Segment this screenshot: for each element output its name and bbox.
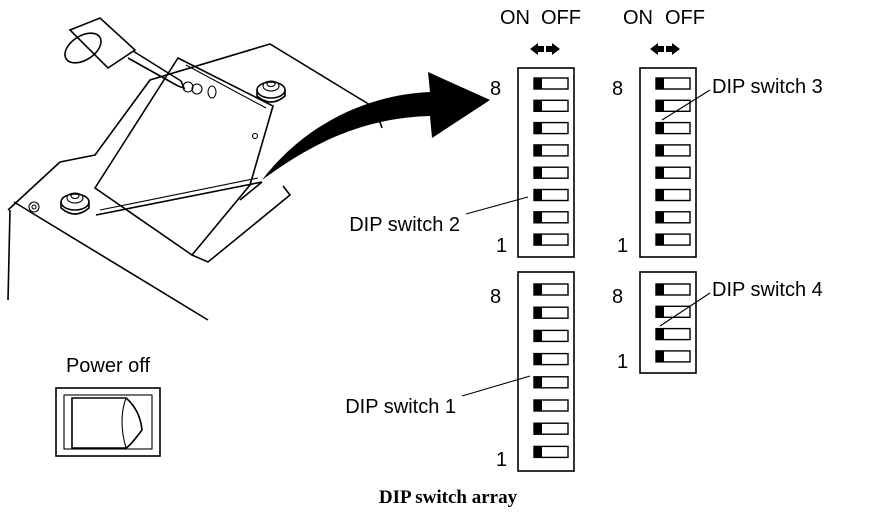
power-switch-icon [55,387,161,457]
power-off-label: Power off [66,355,151,377]
dip-switch-4-leader [659,292,711,327]
dip-switch-3-label: DIP switch 3 [712,76,823,98]
column-1-off-label: OFF [541,7,581,29]
dip-switch-1 [517,271,575,472]
switch-toggle[interactable] [534,353,542,365]
dip-switch-1-leader [461,375,531,397]
switch-toggle[interactable] [656,306,664,318]
dip-switch-4-top-number: 8 [612,286,623,308]
switch-toggle[interactable] [534,446,542,458]
switch-toggle[interactable] [534,330,542,342]
dip-switch-4 [639,271,697,374]
device-illustration [7,43,383,321]
dip-switch-2-leader [465,196,529,215]
dip-switch-2-label: DIP switch 2 [349,214,460,236]
dip-switch-2-bottom-number: 1 [496,235,507,257]
dip-switch-1-label: DIP switch 1 [345,396,456,418]
switch-toggle[interactable] [534,423,542,435]
switch-toggle[interactable] [534,189,542,201]
dip-switch-4-bottom-number: 1 [617,351,628,373]
dip-switch-4-label: DIP switch 4 [712,279,823,301]
switch-toggle[interactable] [534,307,542,319]
switch-toggle[interactable] [534,167,542,179]
left-right-arrow-icon [530,43,560,55]
dip-switch-3-top-number: 8 [612,78,623,100]
column-2-off-label: OFF [665,7,705,29]
switch-toggle[interactable] [656,122,664,134]
curved-arrow-icon [262,72,490,180]
switch-toggle[interactable] [534,400,542,411]
switch-toggle[interactable] [656,144,664,156]
switch-toggle[interactable] [656,234,664,246]
mount-post-left [60,192,90,215]
switch-toggle[interactable] [534,234,542,246]
dip-switch-2-top-number: 8 [490,78,501,100]
switch-toggle[interactable] [534,284,542,295]
dip-switch-1-bottom-number: 1 [496,449,507,471]
dip-switch-3 [639,67,697,258]
switch-toggle[interactable] [534,78,542,89]
dip-switch-3-leader [661,89,711,121]
switch-toggle[interactable] [534,122,542,134]
switch-toggle[interactable] [656,100,664,112]
switch-toggle[interactable] [534,376,542,388]
column-2-on-label: ON [623,7,653,29]
switch-toggle[interactable] [656,284,664,295]
column-1-on-label: ON [500,7,530,29]
switch-toggle[interactable] [656,189,664,201]
switch-toggle[interactable] [656,211,664,223]
dip-switch-1-top-number: 8 [490,286,501,308]
switch-toggle[interactable] [656,167,664,179]
switch-toggle[interactable] [534,144,542,156]
switch-toggle[interactable] [656,78,664,89]
mount-post-top [256,80,286,103]
dip-switch-3-bottom-number: 1 [617,235,628,257]
left-right-arrow-icon [650,43,680,55]
switch-toggle[interactable] [656,328,664,340]
figure-caption: DIP switch array [379,487,518,508]
switch-toggle[interactable] [656,350,664,362]
dip-switch-2 [517,67,575,258]
switch-toggle[interactable] [534,100,542,112]
screwdriver-icon [64,17,186,90]
switch-toggle[interactable] [534,211,542,223]
